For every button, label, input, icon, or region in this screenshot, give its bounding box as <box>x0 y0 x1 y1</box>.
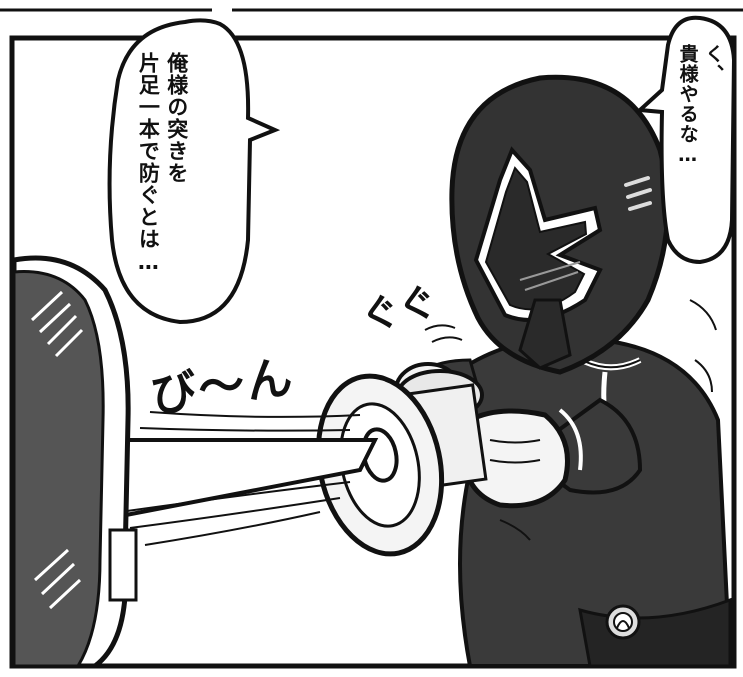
right-bubble-line2: 貴様やるな… <box>676 44 699 167</box>
ranger-shoe <box>11 255 138 669</box>
speech-bubble-right <box>635 15 737 265</box>
vibration-lines <box>119 411 361 546</box>
right-bubble-line1: く、 <box>702 44 725 84</box>
sword-guard <box>315 369 488 557</box>
front-glove <box>462 408 570 509</box>
speech-bubble-left <box>107 18 281 325</box>
left-bubble-line1: 俺様の突きを <box>164 52 189 184</box>
belt-buckle-icon <box>605 604 641 640</box>
shake-marks <box>424 299 717 541</box>
left-bubble-line2: 片足一本で防ぐとは… <box>136 52 161 275</box>
left-bubble-text: 俺様の突きを 片足一本で防ぐとは… <box>134 52 191 314</box>
helmet-visor-icon <box>473 146 603 322</box>
right-bubble-text: く、 貴様やるな… <box>674 44 725 254</box>
